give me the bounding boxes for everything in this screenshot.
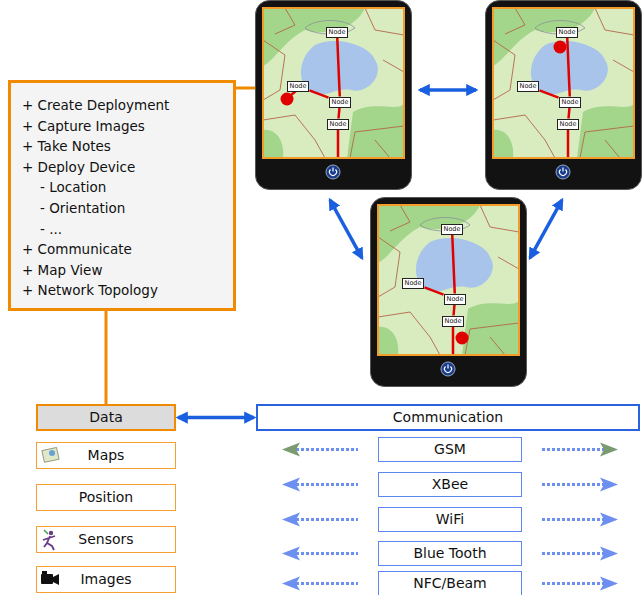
connector bbox=[339, 108, 340, 119]
dotted-link bbox=[296, 552, 358, 555]
box-label: Data bbox=[89, 409, 122, 426]
map-node-label: Node bbox=[402, 278, 425, 289]
channel-box: XBee bbox=[378, 472, 522, 497]
map-node-label: Node bbox=[329, 97, 352, 108]
arrow-head bbox=[600, 577, 618, 591]
box-label: Node bbox=[445, 318, 462, 325]
dotted-link bbox=[296, 582, 358, 585]
map-node-label: Node bbox=[326, 27, 349, 38]
communication-box: Communication bbox=[256, 404, 640, 431]
dotted-link bbox=[542, 552, 604, 555]
menu-item: + Communicate bbox=[22, 239, 132, 260]
box-label: Node bbox=[444, 226, 461, 233]
arrow-head bbox=[282, 577, 300, 591]
connector bbox=[454, 305, 455, 316]
arrow-head bbox=[600, 443, 618, 457]
box-label: Blue Tooth bbox=[413, 545, 486, 562]
menu-item: + Capture Images bbox=[22, 116, 145, 137]
box-label: XBee bbox=[432, 476, 468, 493]
channel-box: NFC/Beam bbox=[378, 571, 522, 595]
box-label: Node bbox=[562, 99, 579, 106]
box-label: Sensors bbox=[78, 531, 133, 548]
dotted-link bbox=[296, 483, 358, 486]
arrow-head bbox=[600, 547, 618, 561]
box-label: Node bbox=[332, 99, 349, 106]
map-node-label: Node bbox=[441, 224, 464, 235]
box-label: Node bbox=[329, 29, 346, 36]
box-label: Node bbox=[405, 280, 422, 287]
map-node-label: Node bbox=[559, 97, 582, 108]
box-label: GSM bbox=[434, 441, 466, 458]
box-label: Node bbox=[520, 83, 537, 90]
map-node-label: Node bbox=[556, 27, 579, 38]
arrow-head bbox=[600, 478, 618, 492]
map-node-label: Node bbox=[287, 81, 310, 92]
arrow-head bbox=[282, 547, 300, 561]
arrow-head bbox=[282, 478, 300, 492]
menu-item: + Map View bbox=[22, 260, 102, 281]
box-label: Node bbox=[559, 29, 576, 36]
box-label: Node bbox=[447, 296, 464, 303]
box-label: NFC/Beam bbox=[413, 575, 486, 592]
map-node-label: Node bbox=[444, 294, 467, 305]
dotted-link bbox=[296, 518, 358, 521]
box-label: Communication bbox=[393, 409, 503, 426]
map-node-label: Node bbox=[327, 119, 350, 130]
box-label: Maps bbox=[88, 447, 125, 464]
map-node-label: Node bbox=[442, 316, 465, 327]
menu-item: - Orientation bbox=[40, 198, 125, 219]
data-box: Data bbox=[36, 404, 176, 431]
connector bbox=[309, 90, 328, 97]
data-item-box: Images bbox=[36, 566, 176, 593]
box-label: WiFi bbox=[436, 511, 464, 528]
menu-item: - ... bbox=[40, 219, 62, 240]
box-label: Position bbox=[79, 489, 134, 506]
connector bbox=[452, 235, 455, 294]
menu-item: - Location bbox=[40, 177, 106, 198]
connector bbox=[178, 416, 254, 420]
arrow-head bbox=[600, 513, 618, 527]
arrow-head bbox=[282, 443, 300, 457]
map-node-label: Node bbox=[557, 119, 580, 130]
map-node-label: Node bbox=[517, 81, 540, 92]
data-item-box: Position bbox=[36, 484, 176, 511]
menu-item: + Network Topology bbox=[22, 280, 158, 301]
arrow-head bbox=[282, 513, 300, 527]
connector bbox=[539, 90, 558, 97]
dotted-link bbox=[542, 582, 604, 585]
channel-box: WiFi bbox=[378, 507, 522, 532]
data-item-box: Sensors bbox=[36, 526, 176, 553]
menu-item: + Deploy Device bbox=[22, 157, 135, 178]
dotted-link bbox=[542, 518, 604, 521]
connector bbox=[567, 38, 570, 97]
connector bbox=[105, 311, 108, 404]
connector bbox=[569, 108, 570, 119]
menu-box: + Create Deployment+ Capture Images+ Tak… bbox=[8, 80, 236, 311]
box-label: Node bbox=[330, 121, 347, 128]
menu-item: + Take Notes bbox=[22, 136, 111, 157]
dotted-link bbox=[542, 483, 604, 486]
connector bbox=[424, 287, 443, 294]
channel-box: Blue Tooth bbox=[378, 541, 522, 566]
menu-item: + Create Deployment bbox=[22, 95, 169, 116]
box-label: Node bbox=[290, 83, 307, 90]
channel-box: GSM bbox=[378, 437, 522, 462]
data-item-box: Maps bbox=[36, 442, 176, 469]
box-label: Node bbox=[560, 121, 577, 128]
box-label: Images bbox=[80, 571, 131, 588]
connector bbox=[337, 38, 340, 97]
dotted-link bbox=[542, 448, 604, 451]
dotted-link bbox=[296, 448, 358, 451]
